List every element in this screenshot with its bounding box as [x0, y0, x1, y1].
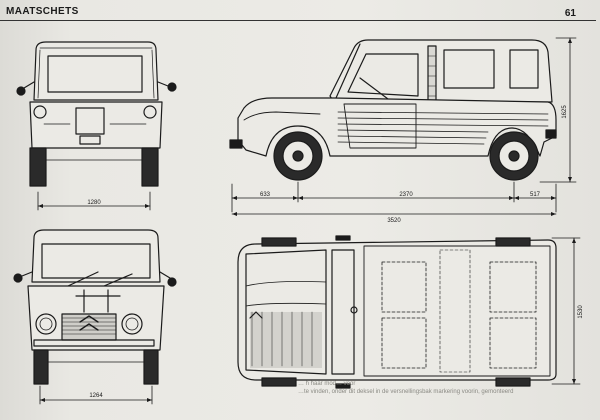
section-title: MAATSCHETS	[6, 6, 79, 17]
front-width-dimension	[37, 191, 151, 211]
length-dimensions	[231, 37, 577, 216]
overall-width-label: 1530	[578, 305, 584, 319]
page-number: 61	[564, 8, 576, 19]
overall-width-dimension	[551, 237, 581, 385]
rear-width-dimension	[39, 385, 153, 405]
top-view	[237, 235, 557, 389]
rear-view	[13, 229, 177, 385]
footer-line-1: … h haar mod… voor	[298, 381, 356, 387]
rear-width-label: 1264	[89, 393, 103, 399]
footer-text: … h haar mod… voor …te vinden, onder dit…	[298, 380, 598, 396]
rear-overhang-label: 517	[530, 192, 541, 198]
front-overhang-label: 633	[260, 192, 271, 198]
front-width-label: 1280	[87, 200, 101, 206]
footer-line-2: …te vinden, onder dit deksel in de versn…	[298, 389, 514, 395]
side-view	[229, 39, 557, 181]
header-rule	[0, 20, 596, 21]
front-view	[16, 41, 177, 187]
height-label: 1625	[562, 105, 568, 119]
wheelbase-label: 2370	[399, 192, 413, 198]
overall-length-label: 3520	[387, 218, 401, 224]
